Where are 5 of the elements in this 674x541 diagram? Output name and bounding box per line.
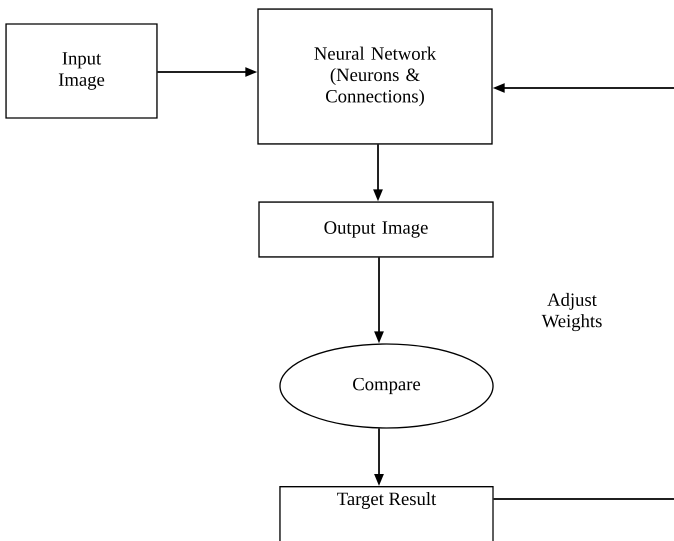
process-box: Input Image [5,23,158,119]
process-box: Target Result [279,486,494,541]
annotation-label: Adjust Weights [542,292,602,332]
process-box: Neural Network (Neurons & Connections) [257,8,493,145]
process-box: Output Image [258,201,494,258]
